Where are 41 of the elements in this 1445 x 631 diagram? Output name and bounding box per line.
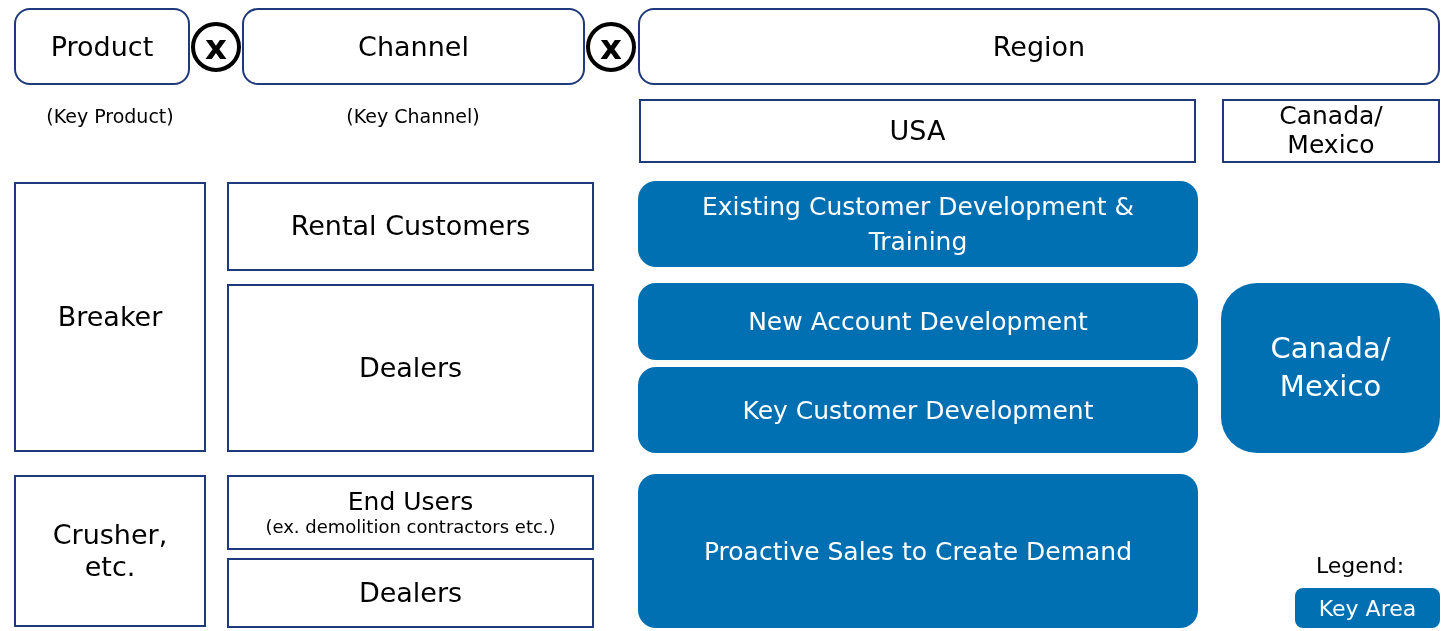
- multiply-sign: x: [205, 30, 227, 64]
- region-box: [1222, 99, 1440, 163]
- header-box: [242, 8, 585, 85]
- key-area-text: New Account Development: [748, 306, 1088, 338]
- product-text: Crusher, etc.: [52, 518, 168, 584]
- header-box: [638, 8, 1440, 85]
- note-text: (ex. demolition contractors etc.): [265, 516, 556, 538]
- multiply-circle: [586, 22, 636, 72]
- multiply-circle: [191, 22, 241, 72]
- key-area-box: [638, 181, 1198, 267]
- subtitle-text: (Key Channel): [345, 105, 481, 127]
- header-text: Product: [50, 31, 154, 62]
- header-text: Region: [992, 31, 1086, 62]
- key-area-box: [638, 367, 1198, 453]
- channel-box: [227, 558, 594, 628]
- multiply-sign: x: [600, 30, 622, 64]
- key-area-text: Key Customer Development: [742, 394, 1094, 427]
- product-text: Breaker: [57, 300, 163, 334]
- key-area-box: [1221, 283, 1440, 453]
- channel-text: Dealers: [358, 351, 463, 385]
- region-text: Canada/ Mexico: [1278, 102, 1384, 160]
- channel-text: Rental Customers: [290, 210, 531, 243]
- header-text: Channel: [358, 31, 469, 62]
- key-area-box: [638, 474, 1198, 628]
- channel-text: Dealers: [358, 576, 463, 610]
- product-box: [14, 475, 206, 627]
- region-box: [639, 99, 1196, 163]
- channel-box: [227, 182, 594, 271]
- legend-title: Legend:: [1314, 553, 1406, 578]
- key-area-text: Existing Customer Development & Training: [700, 191, 1136, 258]
- legend-text: Key Area: [1318, 595, 1417, 621]
- product-box: [14, 182, 206, 452]
- subtitle-text: (Key Product): [45, 105, 175, 127]
- key-area-box: [638, 283, 1198, 360]
- channel-text: End Users: [347, 487, 474, 517]
- header-box: [14, 8, 190, 85]
- key-area-text: Proactive Sales to Create Demand: [703, 535, 1133, 568]
- channel-box: [227, 284, 594, 452]
- key-area-text: Canada/ Mexico: [1269, 330, 1392, 405]
- channel-box: [227, 475, 594, 550]
- region-text: USA: [889, 114, 946, 148]
